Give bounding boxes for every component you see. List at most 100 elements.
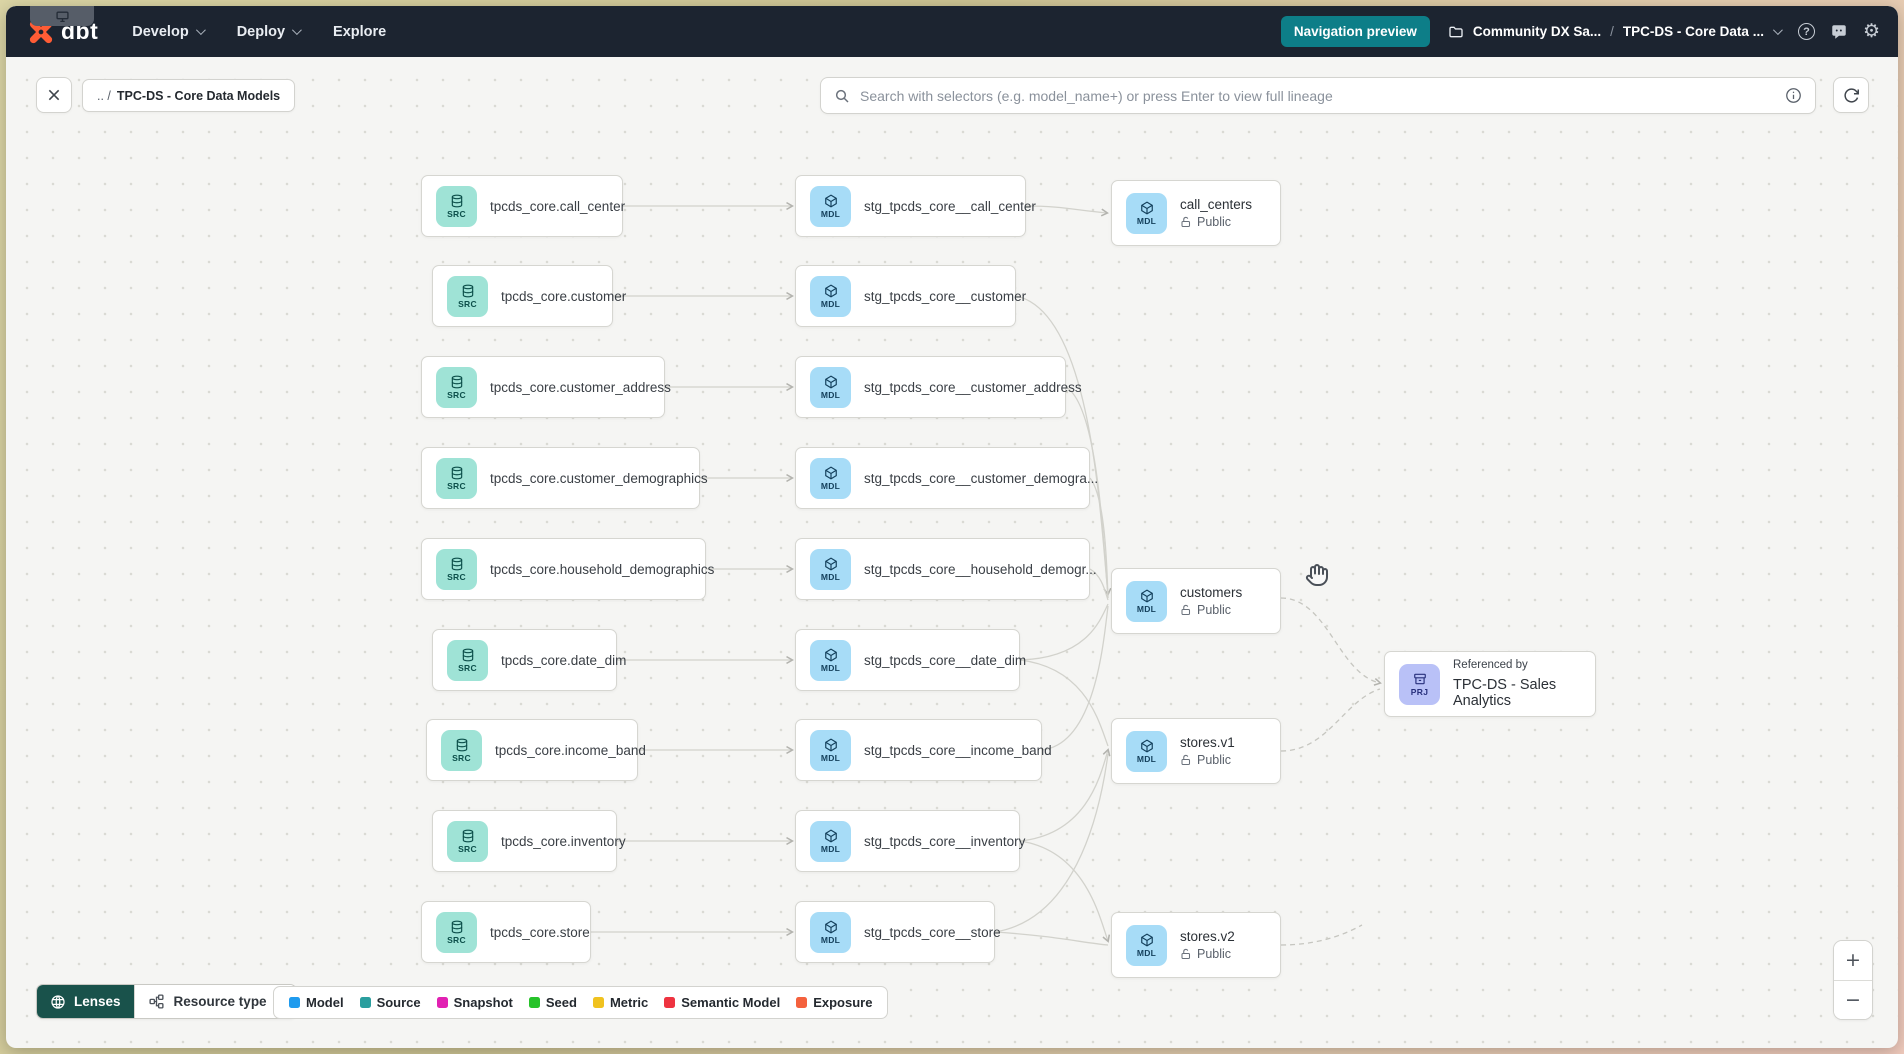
node-label: customers xyxy=(1180,585,1243,600)
node-label: call_centers xyxy=(1180,197,1253,212)
node-label: stores.v1 xyxy=(1180,735,1235,750)
node-label: stg_tpcds_core__customer_demogra... xyxy=(864,470,1099,486)
lineage-search-bar xyxy=(820,77,1816,114)
dbt-logo-icon xyxy=(29,20,53,43)
lenses-button[interactable]: Lenses xyxy=(37,985,134,1018)
legend: Model Source Snapshot Seed Metric Semant… xyxy=(273,986,889,1019)
node-label: stg_tpcds_core__income_band xyxy=(864,742,1052,758)
chevron-down-icon xyxy=(195,25,206,36)
source-badge: SRC xyxy=(436,457,477,499)
lineage-node-model[interactable]: MDL stg_tpcds_core__date_dim xyxy=(795,629,1026,691)
node-label: tpcds_core.customer_address xyxy=(490,379,671,395)
resource-type-dropdown[interactable]: Resource type xyxy=(133,985,296,1018)
chevron-down-icon[interactable] xyxy=(1772,25,1783,36)
menu-deploy[interactable]: Deploy xyxy=(237,24,302,40)
lineage-node-model[interactable]: MDL stg_tpcds_core__income_band xyxy=(795,719,1052,781)
menu-explore[interactable]: Explore xyxy=(333,23,387,40)
chevron-down-icon xyxy=(291,25,302,36)
lineage-node-model[interactable]: MDL stg_tpcds_core__call_center xyxy=(795,175,1036,237)
settings-button[interactable]: ⚙ xyxy=(1863,22,1880,41)
main-menu: Develop Deploy Explore xyxy=(132,24,386,40)
breadcrumb-project[interactable]: Community DX Sa... xyxy=(1472,24,1602,39)
open-lock-icon xyxy=(1181,216,1191,228)
node-label: stg_tpcds_core__call_center xyxy=(864,198,1036,214)
model-badge: MDL xyxy=(810,185,851,227)
zoom-out-button[interactable]: − xyxy=(1834,980,1872,1019)
lineage-node-source[interactable]: SRC tpcds_core.customer xyxy=(432,265,626,327)
app-window: dbt Develop Deploy Explore Navigation pr… xyxy=(6,6,1898,1048)
search-icon xyxy=(835,89,849,103)
gear-icon: ⚙ xyxy=(1862,21,1880,42)
cube-icon xyxy=(1140,932,1153,947)
lineage-node-source[interactable]: SRC tpcds_core.inventory xyxy=(432,810,626,872)
node-label: stg_tpcds_core__customer_address xyxy=(864,379,1082,395)
legend-swatch xyxy=(359,997,371,1008)
lineage-node-model[interactable]: MDL stg_tpcds_core__inventory xyxy=(795,810,1025,872)
zoom-in-button[interactable]: + xyxy=(1834,941,1872,981)
lineage-node-source[interactable]: SRC tpcds_core.customer_address xyxy=(421,356,671,418)
legend-swatch xyxy=(436,997,448,1008)
database-icon xyxy=(462,284,473,297)
lineage-node-public-model[interactable]: MDL customers Public xyxy=(1111,568,1281,634)
access-tag: Public xyxy=(1180,603,1242,617)
database-icon xyxy=(456,738,467,751)
lineage-node-model[interactable]: MDL stg_tpcds_core__store xyxy=(795,901,1001,963)
menu-develop[interactable]: Develop xyxy=(132,24,206,40)
lineage-node-project[interactable]: PRJ Referenced by TPC-DS - Sales Analyti… xyxy=(1384,651,1596,717)
lineage-node-public-model[interactable]: MDL stores.v2 Public xyxy=(1111,912,1281,978)
model-badge: MDL xyxy=(810,457,851,499)
model-badge: MDL xyxy=(810,911,851,953)
node-label: tpcds_core.customer xyxy=(501,288,627,304)
lineage-node-model[interactable]: MDL stg_tpcds_core__customer_demogra... xyxy=(795,447,1098,509)
feedback-button[interactable] xyxy=(1830,23,1848,41)
legend-item: Model xyxy=(289,995,344,1010)
source-badge: SRC xyxy=(447,820,488,862)
legend-swatch xyxy=(796,997,808,1008)
help-button[interactable]: ? xyxy=(1797,23,1815,40)
node-label: tpcds_core.call_center xyxy=(490,198,626,214)
breadcrumb-current[interactable]: TPC-DS - Core Data ... xyxy=(1622,24,1764,39)
archive-box-icon xyxy=(1413,673,1426,684)
navigation-preview-button[interactable]: Navigation preview xyxy=(1280,16,1430,47)
lineage-node-model[interactable]: MDL stg_tpcds_core__customer xyxy=(795,265,1026,327)
referenced-by-caption: Referenced by xyxy=(1453,659,1528,671)
refresh-lineage-button[interactable] xyxy=(1833,77,1869,113)
lineage-path-chip[interactable]: .. / TPC-DS - Core Data Models xyxy=(82,79,296,112)
node-label: tpcds_core.customer_demographics xyxy=(490,470,708,486)
model-badge: MDL xyxy=(810,548,851,590)
close-lineage-button[interactable] xyxy=(36,77,72,113)
model-badge: MDL xyxy=(810,639,851,681)
model-badge: MDL xyxy=(1126,730,1167,772)
lineage-node-source[interactable]: SRC tpcds_core.customer_demographics xyxy=(421,447,708,509)
refresh-icon xyxy=(1843,87,1859,103)
lineage-node-source[interactable]: SRC tpcds_core.store xyxy=(421,901,591,963)
legend-item: Seed xyxy=(528,995,577,1010)
search-input[interactable] xyxy=(860,87,1775,104)
lineage-node-public-model[interactable]: MDL call_centers Public xyxy=(1111,180,1281,246)
lineage-node-public-model[interactable]: MDL stores.v1 Public xyxy=(1111,718,1281,784)
cube-icon xyxy=(824,737,837,752)
node-label: tpcds_core.inventory xyxy=(501,833,626,849)
lineage-node-model[interactable]: MDL stg_tpcds_core__household_demogr... xyxy=(795,538,1097,600)
lineage-node-source[interactable]: SRC tpcds_core.household_demographics xyxy=(421,538,714,600)
lineage-node-source[interactable]: SRC tpcds_core.call_center xyxy=(421,175,626,237)
model-badge: MDL xyxy=(810,275,851,317)
node-label: stg_tpcds_core__inventory xyxy=(864,833,1026,849)
source-badge: SRC xyxy=(436,366,477,408)
cube-icon xyxy=(824,919,837,934)
lineage-node-source[interactable]: SRC tpcds_core.income_band xyxy=(426,719,646,781)
info-icon[interactable] xyxy=(1785,87,1802,104)
node-label: tpcds_core.household_demographics xyxy=(490,561,715,577)
node-label: stg_tpcds_core__date_dim xyxy=(864,652,1027,668)
source-badge: SRC xyxy=(447,639,488,681)
path-prefix[interactable]: .. / xyxy=(97,88,111,103)
lineage-node-model[interactable]: MDL stg_tpcds_core__customer_address xyxy=(795,356,1082,418)
lineage-node-source[interactable]: SRC tpcds_core.date_dim xyxy=(432,629,626,691)
open-lock-icon xyxy=(1181,754,1191,766)
lineage-canvas[interactable]: SRC tpcds_core.call_center SRC tpcds_cor… xyxy=(6,57,1898,1048)
cube-icon xyxy=(824,465,837,480)
legend-swatch xyxy=(289,997,300,1008)
cube-icon xyxy=(824,193,837,208)
legend-item: Semantic Model xyxy=(664,995,780,1010)
model-badge: MDL xyxy=(1126,192,1167,234)
